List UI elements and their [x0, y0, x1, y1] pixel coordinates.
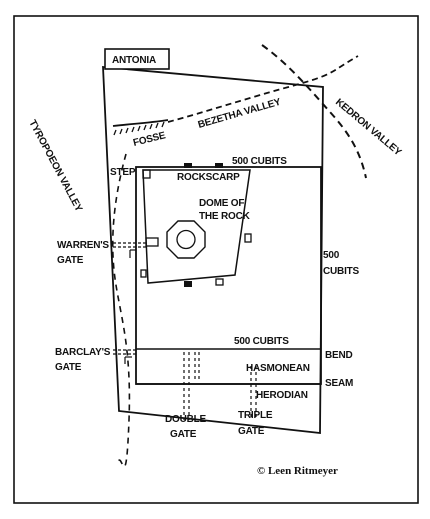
platform-stair-marker — [184, 281, 192, 287]
warrens-gate-label-line2: GATE — [57, 255, 84, 266]
antonia-fortress-box — [104, 48, 170, 70]
figure-frame — [13, 15, 419, 504]
herodian-enclosure-outline — [102, 66, 324, 435]
fosse-hatching — [113, 121, 165, 136]
triple-gate-label-line2: GATE — [238, 426, 265, 437]
dome-of-the-rock-octagon — [166, 220, 206, 259]
dome-label-line2: THE ROCK — [199, 211, 251, 222]
rock-platform-outline — [142, 169, 251, 284]
seam-label: SEAM — [325, 378, 353, 389]
rockscarp-label: ROCKSCARP — [177, 172, 240, 183]
double-gate-label-line2: GATE — [170, 429, 197, 440]
hasmonean-label: HASMONEAN — [246, 363, 310, 374]
antonia-label: ANTONIA — [112, 55, 156, 66]
tyropoeon-valley-label: TYROPOEON VALLEY — [26, 118, 84, 214]
tyropoeon-valley-path — [111, 153, 131, 468]
fosse-label: FOSSE — [132, 130, 167, 149]
kedron-valley-path — [261, 44, 367, 179]
cubits-bottom-label: 500 CUBITS — [234, 336, 289, 347]
triple-gate-label-line1: TRIPLE — [238, 410, 273, 421]
cubits-right-label-line2: CUBITS — [323, 266, 360, 277]
cubits-top-label: 500 CUBITS — [232, 156, 287, 167]
gate-marker — [215, 163, 223, 168]
herodian-label: HERODIAN — [256, 390, 308, 401]
double-gate-label-line1: DOUBLE — [165, 414, 207, 425]
fosse-line — [112, 119, 169, 127]
gate-marker — [184, 163, 192, 168]
platform-marker — [244, 233, 252, 243]
step-label: STEP — [110, 167, 136, 178]
platform-stair-marker — [215, 278, 224, 286]
barclays-gate-label-line1: BARCLAY'S — [55, 347, 111, 358]
dome-label-line1: DOME OF — [199, 198, 244, 209]
barclays-gate-label-line2: GATE — [55, 362, 82, 373]
platform-marker — [140, 269, 147, 278]
bend-label: BEND — [325, 350, 353, 361]
warrens-gate-structure — [145, 237, 159, 247]
warrens-gate-label-line1: WARREN'S — [57, 240, 109, 251]
step-marker — [142, 169, 151, 179]
dome-inner-circle — [176, 229, 196, 250]
copyright-label: © Leen Ritmeyer — [257, 465, 338, 477]
bezetha-valley-path — [167, 55, 359, 123]
kedron-valley-label: KEDRON VALLEY — [333, 97, 403, 159]
cubits-right-label-line1: 500 — [323, 250, 340, 261]
